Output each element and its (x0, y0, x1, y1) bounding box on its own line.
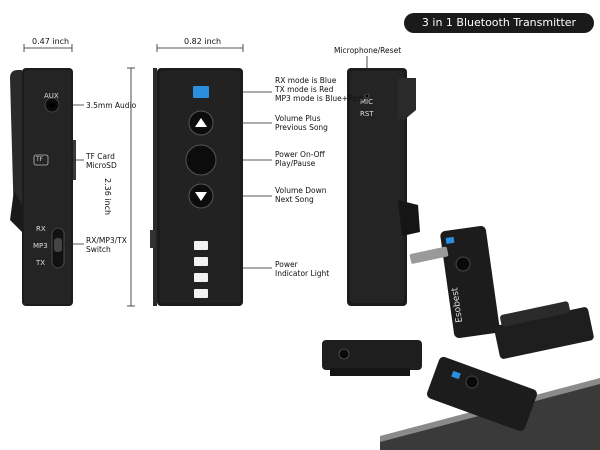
aux-port-label: AUX (44, 92, 59, 100)
product-photos (322, 225, 600, 450)
audio-jack-callout: 3.5mm Audio (86, 101, 137, 110)
dimension-lines (23, 44, 244, 307)
product-title-banner: 3 in 1 Bluetooth Transmitter Receiver (404, 13, 594, 49)
back-view-device (347, 68, 420, 306)
callout-lines (56, 56, 368, 269)
width-dimension-label: 0.82 inch (184, 37, 222, 46)
switch-tx-label: TX (36, 259, 46, 267)
depth-dimension-label: 0.47 inch (32, 37, 70, 46)
mic-reset-callout: Microphone/Reset (334, 46, 402, 55)
rst-label: RST (360, 110, 374, 118)
tf-port-label: TF (36, 156, 44, 163)
mode-led (193, 86, 209, 98)
switch-rx-label: RX (36, 225, 46, 233)
side-view-device (10, 68, 76, 306)
front-view-device (150, 68, 243, 306)
switch-mp3-label: MP3 (33, 242, 48, 250)
mic-label: MIC (360, 98, 373, 106)
